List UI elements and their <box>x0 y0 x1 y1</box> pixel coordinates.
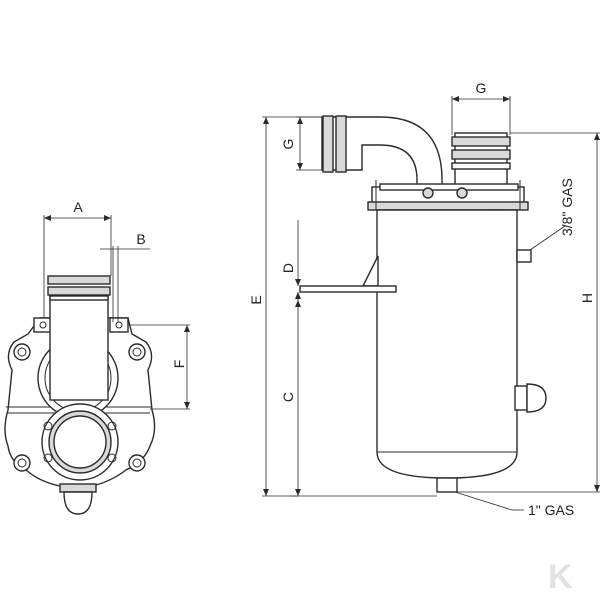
cover-bolt <box>422 187 434 199</box>
elbow-band-2 <box>335 115 347 173</box>
bracket-gusset <box>361 255 379 287</box>
ear-hole-right <box>115 321 123 329</box>
elbow-band-1 <box>322 115 334 173</box>
top-view: A B F <box>4 199 190 515</box>
mounting-bracket <box>299 285 397 293</box>
pipe-band-1 <box>47 275 111 285</box>
outlet-band-2 <box>451 149 511 160</box>
outlet-band-1 <box>451 136 511 147</box>
ear-hole-left <box>39 321 47 329</box>
outlet-pipe <box>49 289 109 401</box>
gas-large-leader <box>454 491 513 511</box>
inlet-bolt <box>43 453 53 463</box>
dim-g-top-label: G <box>476 80 487 96</box>
dim-g-left-label: G <box>280 139 296 150</box>
clamp-ring <box>367 201 529 211</box>
dim-h-label: H <box>579 293 595 303</box>
lower-inlet-bore <box>53 415 107 469</box>
inlet-bolt <box>43 421 53 431</box>
top-cover-rim <box>379 183 519 191</box>
dim-f-label: F <box>171 360 187 369</box>
drain-cap <box>63 491 93 515</box>
inlet-bolt <box>107 453 117 463</box>
gas-large-label: 1" GAS <box>528 502 574 518</box>
bolt-bottom-right <box>128 454 146 472</box>
dim-d-label: D <box>280 263 296 273</box>
bolt-top-left <box>13 343 31 361</box>
side-view: G G D C E H 3/8" GAS 1" G <box>248 80 600 518</box>
dim-e-label: E <box>248 295 264 304</box>
gas-small-label: 3/8" GAS <box>559 178 575 236</box>
port-3-8 <box>516 249 532 263</box>
sight-glass-dome <box>526 383 547 413</box>
dim-a-label: A <box>73 199 83 215</box>
dim-c-label: C <box>280 392 296 402</box>
inlet-bolt <box>107 421 117 431</box>
sight-glass-base <box>514 385 528 411</box>
bolt-top-right <box>128 343 146 361</box>
dim-b-label: B <box>136 231 145 247</box>
pipe-band-3 <box>49 295 109 301</box>
drain-hex <box>59 483 97 493</box>
pipe-band-2 <box>47 286 111 296</box>
gas-small-leader <box>529 225 566 251</box>
tank-body <box>376 209 518 479</box>
drain-1-inch <box>436 477 458 493</box>
brand-logo: K <box>548 558 573 596</box>
bolt-bottom-left <box>13 454 31 472</box>
outlet-band-3 <box>451 162 511 170</box>
cover-bolt <box>456 187 468 199</box>
